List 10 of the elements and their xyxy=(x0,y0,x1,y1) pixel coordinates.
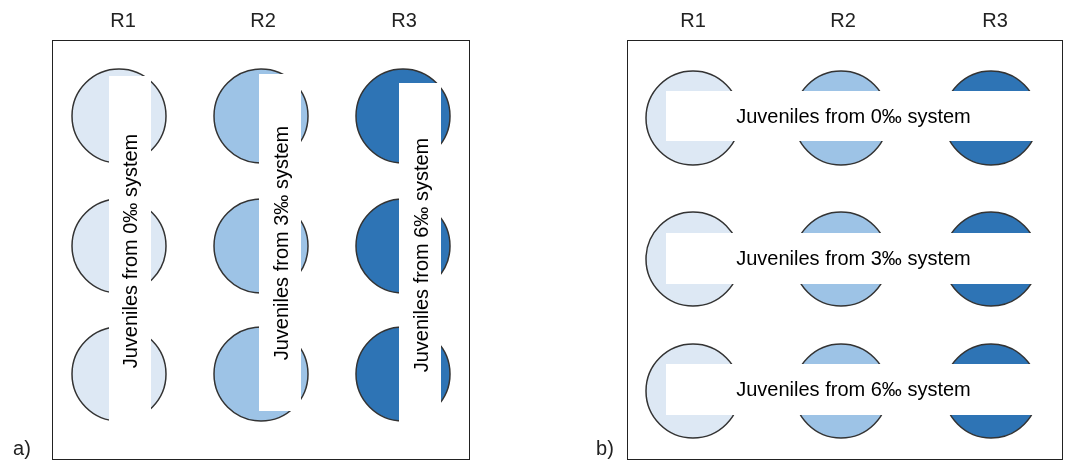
panel-frame xyxy=(52,40,470,460)
panel-label: b) xyxy=(596,436,614,460)
column-label: R2 xyxy=(830,8,856,32)
column-label: R1 xyxy=(110,8,136,32)
column-label: R1 xyxy=(680,8,706,32)
column-label: R3 xyxy=(391,8,417,32)
panel-label: a) xyxy=(13,436,31,460)
column-label: R3 xyxy=(982,8,1008,32)
panel-frame xyxy=(627,40,1063,460)
column-label: R2 xyxy=(250,8,276,32)
